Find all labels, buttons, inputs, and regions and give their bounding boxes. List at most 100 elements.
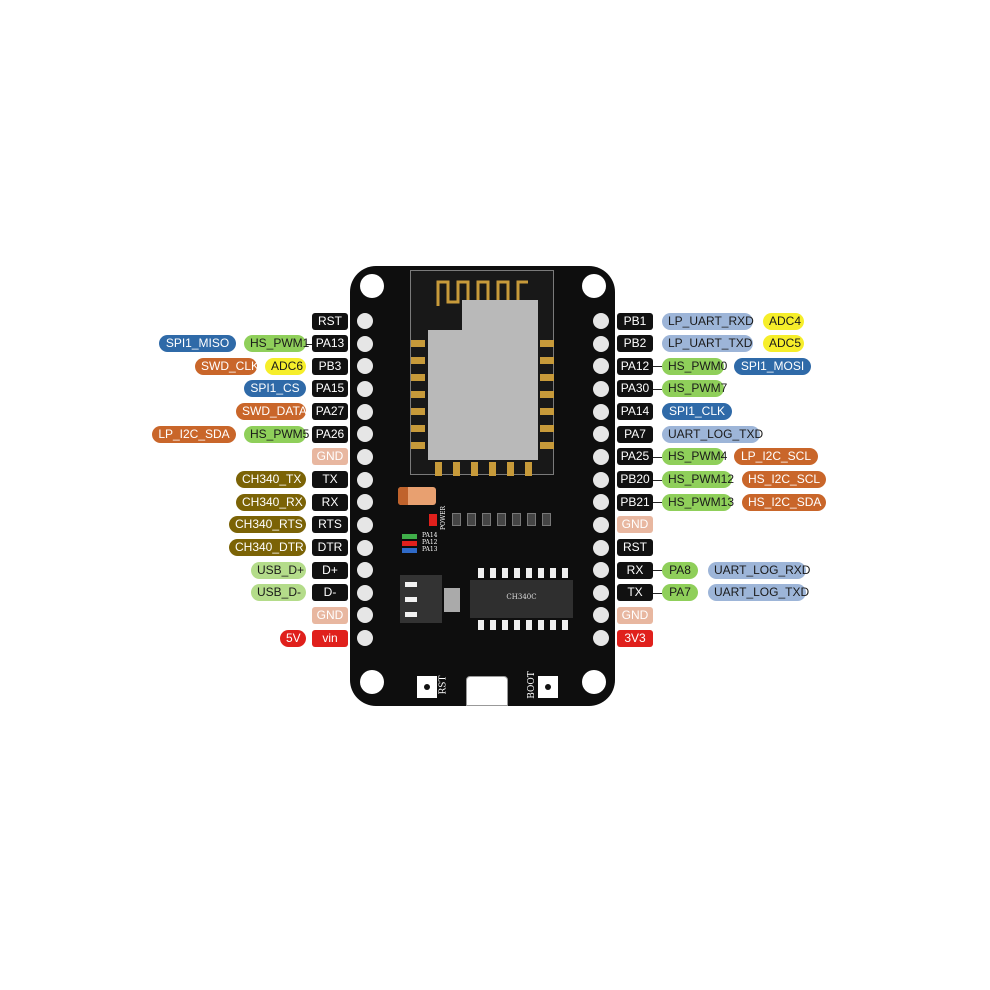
- chip-leg: [490, 568, 496, 578]
- leader-line: [653, 592, 662, 594]
- function-tag-right: LP_UART_RXD: [662, 312, 754, 330]
- regulator-leg: [405, 582, 417, 587]
- function-tag-left: HS_PWM1: [244, 335, 309, 353]
- header-pin-right: [593, 448, 609, 465]
- header-pin-left: [357, 471, 373, 488]
- pin-label-left: GND: [312, 448, 348, 466]
- header-pin-right: [593, 516, 609, 533]
- pin-label-right: PB2: [617, 335, 653, 353]
- function-tag-right: UART_LOG_RXD: [708, 561, 810, 579]
- function-tag-left: HS_PWM5: [244, 425, 309, 443]
- led-pa14-label: PA14: [422, 532, 438, 539]
- function-tag-left: SPI1_CS: [244, 380, 306, 398]
- module-pad: [411, 391, 425, 398]
- rf-shield-top: [462, 300, 538, 334]
- module-pad: [411, 425, 425, 432]
- led-pa12-label: PA12: [422, 539, 438, 546]
- module-pad: [540, 391, 554, 398]
- module-pad: [489, 462, 496, 476]
- function-tag-left: ADC6: [265, 357, 306, 375]
- module-pad: [411, 357, 425, 364]
- mounting-hole: [360, 274, 384, 298]
- function-tag-right: LP_I2C_SCL: [734, 448, 818, 466]
- leader-line: [653, 570, 662, 572]
- pin-label-right: GND: [617, 606, 653, 624]
- module-pad: [471, 462, 478, 476]
- boot-button-label: BOOT: [526, 671, 537, 699]
- module-pad: [411, 442, 425, 449]
- chip-leg: [538, 620, 544, 630]
- pin-label-left: vin: [312, 629, 348, 647]
- chip-leg: [502, 568, 508, 578]
- pin-label-right: RX: [617, 561, 653, 579]
- header-pin-left: [357, 335, 373, 352]
- header-pin-left: [357, 403, 373, 420]
- chip-marking: CH340C: [506, 593, 537, 601]
- function-tag-left: CH340_RTS: [229, 516, 306, 534]
- pin-label-right: RST: [617, 539, 653, 556]
- header-pin-left: [357, 516, 373, 533]
- function-tag-right: ADC5: [763, 335, 804, 353]
- pin-label-left: PA27: [312, 403, 348, 421]
- header-pin-right: [593, 426, 609, 443]
- function-tag-left: CH340_TX: [236, 471, 306, 489]
- smd-component: [512, 513, 521, 526]
- pin-label-left: PA26: [312, 425, 348, 443]
- header-pin-right: [593, 380, 609, 397]
- smd-component: [542, 513, 551, 526]
- header-pin-left: [357, 313, 373, 329]
- mounting-hole: [582, 670, 606, 694]
- function-tag-left: USB_D+: [251, 561, 306, 579]
- function-tag-right: LP_UART_TXD: [662, 335, 753, 353]
- header-pin-right: [593, 313, 609, 329]
- usb-connector[interactable]: [466, 676, 508, 706]
- module-pad: [540, 442, 554, 449]
- power-led-label: POWER: [440, 505, 447, 530]
- pin-label-left: TX: [312, 471, 348, 489]
- pin-label-right: PA12: [617, 357, 653, 375]
- leader-line: [306, 343, 312, 345]
- pin-label-right: TX: [617, 584, 653, 602]
- led-pa14: [402, 534, 417, 539]
- chip-leg: [478, 568, 484, 578]
- leader-line: [653, 388, 662, 390]
- pin-label-left: DTR: [312, 539, 348, 556]
- module-pad: [453, 462, 460, 476]
- chip-leg: [526, 620, 532, 630]
- leader-line: [653, 366, 662, 368]
- function-tag-right: HS_PWM0: [662, 357, 727, 375]
- pin-label-right: PB1: [617, 312, 653, 330]
- pin-label-right: 3V3: [617, 629, 653, 647]
- smd-component: [527, 513, 536, 526]
- header-pin-left: [357, 562, 373, 579]
- header-pin-right: [593, 471, 609, 488]
- module-pad: [411, 340, 425, 347]
- rst-button-label: RST: [438, 675, 449, 695]
- pin-label-left: PA13: [312, 335, 348, 353]
- function-tag-right: HS_PWM12: [662, 471, 734, 489]
- function-tag-left: LP_I2C_SDA: [152, 425, 236, 443]
- chip-leg: [478, 620, 484, 630]
- function-tag-left: SWD_CLK: [195, 357, 259, 375]
- chip-leg: [562, 568, 568, 578]
- mounting-hole: [360, 670, 384, 694]
- header-pin-left: [357, 494, 373, 511]
- mounting-hole: [582, 274, 606, 298]
- pin-label-left: RST: [312, 312, 348, 330]
- module-pad: [540, 425, 554, 432]
- header-pin-right: [593, 607, 609, 624]
- chip-leg: [538, 568, 544, 578]
- rf-shield: [428, 330, 538, 460]
- header-pin-right: [593, 630, 609, 647]
- header-pin-left: [357, 539, 373, 556]
- pin-label-right: PA14: [617, 403, 653, 421]
- pin-label-left: PB3: [312, 357, 348, 375]
- leader-line: [653, 479, 662, 481]
- header-pin-right: [593, 358, 609, 375]
- smd-component: [467, 513, 476, 526]
- function-tag-left: SPI1_MISO: [159, 335, 236, 353]
- header-pin-left: [357, 607, 373, 624]
- function-tag-left: SWD_DATA: [236, 403, 307, 421]
- module-pad: [411, 408, 425, 415]
